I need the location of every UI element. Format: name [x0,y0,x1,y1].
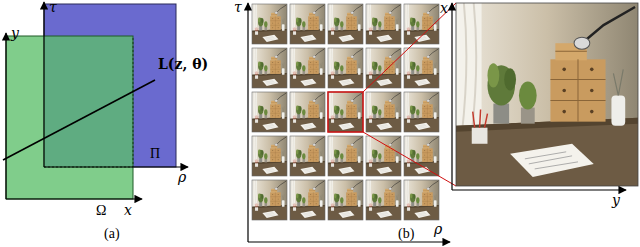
thumbnail-frame [328,92,363,132]
thumbnail-frame [366,92,401,132]
thumbnail-frame [252,4,287,44]
axis-label: y [612,193,620,208]
view-thumbnail [404,48,439,88]
thumbnail-frame [290,48,325,88]
ray-label: L(z, θ) [158,57,208,72]
view-thumbnail [290,92,325,132]
view-thumbnail [404,136,439,176]
zoom-line [363,132,456,186]
view-thumbnail [252,180,287,220]
view-thumbnail [404,180,439,220]
axis [247,3,248,242]
view-thumbnail [328,4,363,44]
view-grid [252,4,439,220]
view-thumbnail [328,92,363,132]
thumbnail-frame [290,136,325,176]
view-thumbnail [252,92,287,132]
view-thumbnail [328,180,363,220]
view-thumbnail [290,4,325,44]
ray-line [3,80,155,160]
thumbnail-frame [252,180,287,220]
thumbnail-frame [290,4,325,44]
highlight-box [328,92,363,132]
zoom-view [456,3,638,186]
thumbnail-frame [252,48,287,88]
plane-label: Ω [96,203,106,218]
panel-label: (b) [398,226,414,241]
thumbnail-frame [404,180,439,220]
thumbnail-frame [290,92,325,132]
view-thumbnail [366,4,401,44]
view-thumbnail [252,136,287,176]
axis-label: τ [49,0,57,15]
plane-label: Π [150,146,160,161]
thumbnail-frame [328,180,363,220]
thumbnail-frame [366,48,401,88]
view-thumbnail [328,136,363,176]
thumbnail-frame [252,92,287,132]
st-plane [6,36,133,199]
view-thumbnail [290,48,325,88]
view-thumbnail [366,92,401,132]
axis-label: ρ [178,170,186,185]
view-thumbnail [366,180,401,220]
thumbnail-frame [404,136,439,176]
axis-label: τ [234,0,242,15]
axis [43,2,44,167]
view-thumbnail [290,180,325,220]
thumbnail-frame [328,48,363,88]
view-thumbnail [328,48,363,88]
view-thumbnail [404,92,439,132]
thumbnail-frame [404,92,439,132]
axis-label: x [124,203,132,218]
view-thumbnail [366,136,401,176]
view-thumbnail [366,48,401,88]
axis [44,166,188,167]
thumbnail-frame [366,136,401,176]
thumbnail-frame [290,180,325,220]
view-thumbnail [252,48,287,88]
overlap-edge [44,36,133,167]
axis [248,241,450,242]
panel-label: (a) [104,226,120,241]
axis [452,189,626,190]
axis [5,33,6,199]
axis-label: y [11,26,19,41]
view-thumbnail [290,136,325,176]
thumbnail-frame [328,4,363,44]
thumbnail-frame [366,4,401,44]
axis-label: ρ [434,222,442,237]
zoom-line [363,3,456,92]
view-thumbnail [252,4,287,44]
thumbnail-frame [328,136,363,176]
zoom-frame [456,3,638,186]
thumbnail-frame [404,48,439,88]
axis [6,198,142,199]
axis-label: x [440,1,448,16]
axis [451,3,452,190]
thumbnail-frame [252,136,287,176]
thumbnail-frame [366,180,401,220]
